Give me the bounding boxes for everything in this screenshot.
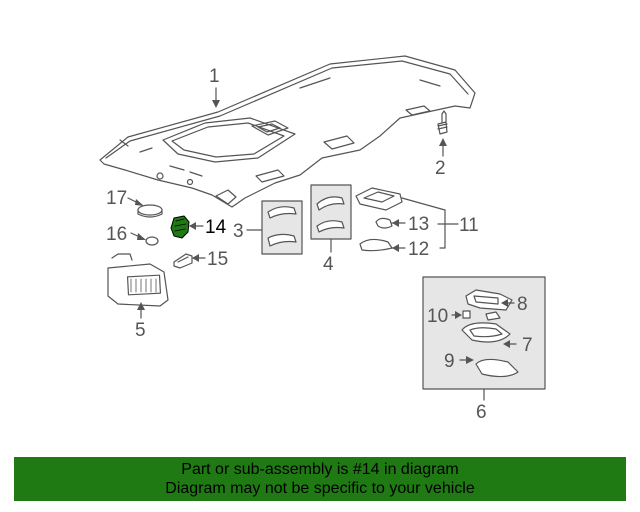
push-pin-part	[437, 110, 448, 135]
assist-handle-box-4	[310, 184, 352, 240]
callout-10: 10	[427, 306, 448, 327]
overhead-console-part	[461, 289, 519, 378]
callout-16: 16	[106, 224, 127, 245]
callout-13: 13	[408, 214, 429, 235]
cap-part	[137, 204, 163, 218]
callout-12: 12	[408, 239, 429, 260]
callout-3: 3	[233, 221, 244, 242]
callout-14: 14	[205, 217, 227, 238]
bracket-part	[173, 253, 193, 269]
callout-4: 4	[323, 254, 334, 275]
info-banner: Part or sub-assembly is #14 in diagram D…	[14, 457, 626, 501]
assist-handle-part-b	[316, 196, 345, 233]
headliner-part	[99, 55, 476, 208]
callout-7: 7	[522, 335, 533, 356]
callout-17: 17	[106, 188, 127, 209]
callout-8: 8	[517, 294, 528, 315]
reading-lamp-part	[355, 187, 403, 252]
callout-2: 2	[435, 158, 446, 179]
callout-6: 6	[476, 402, 487, 423]
washer-part	[145, 236, 159, 246]
clip-part-highlighted	[170, 215, 190, 239]
callout-5: 5	[135, 320, 146, 341]
assist-handle-part-a	[267, 206, 297, 247]
banner-line-2: Diagram may not be specific to your vehi…	[165, 480, 475, 497]
callout-15: 15	[207, 249, 228, 270]
callout-11: 11	[459, 215, 479, 236]
banner-line-1: Part or sub-assembly is #14 in diagram	[181, 461, 459, 478]
sunvisor-part	[107, 253, 169, 307]
callout-9: 9	[444, 351, 455, 372]
callout-1: 1	[209, 66, 220, 87]
